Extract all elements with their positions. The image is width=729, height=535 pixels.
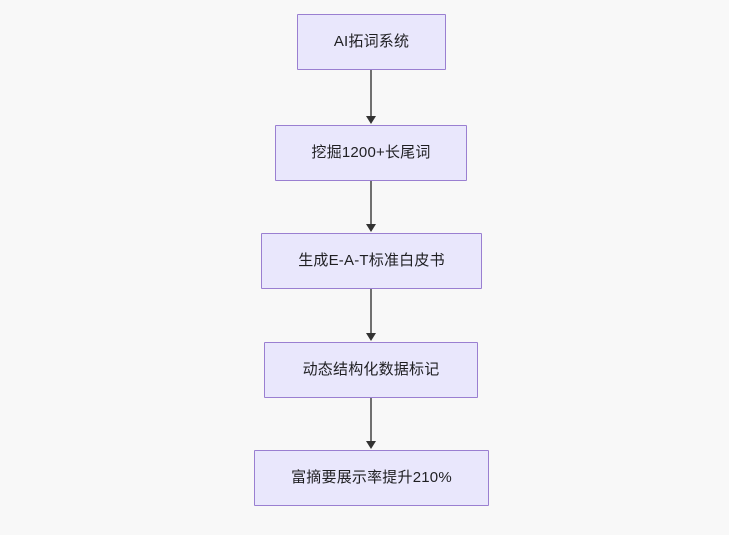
- flowchart-node-generate-eat-whitepaper[interactable]: 生成E-A-T标准白皮书: [261, 233, 482, 289]
- edge-n2-n3: [370, 181, 372, 225]
- edge-n1-n2: [370, 70, 372, 117]
- node-label: 挖掘1200+长尾词: [311, 144, 431, 161]
- flowchart-node-ai-keyword-system[interactable]: AI拓词系统: [297, 14, 446, 70]
- edge-n3-n4: [370, 289, 372, 334]
- arrowhead-n3-n4: [366, 333, 376, 341]
- node-label: 富摘要展示率提升210%: [291, 469, 452, 486]
- flowchart-node-dynamic-structured-data-markup[interactable]: 动态结构化数据标记: [264, 342, 478, 398]
- node-label: AI拓词系统: [333, 33, 410, 50]
- arrowhead-n2-n3: [366, 224, 376, 232]
- flowchart-node-rich-snippet-impression-lift[interactable]: 富摘要展示率提升210%: [254, 450, 489, 506]
- arrowhead-n1-n2: [366, 116, 376, 124]
- node-label: 动态结构化数据标记: [302, 361, 440, 378]
- node-label: 生成E-A-T标准白皮书: [298, 252, 445, 269]
- flowchart-node-mine-longtail-keywords[interactable]: 挖掘1200+长尾词: [275, 125, 467, 181]
- arrowhead-n4-n5: [366, 441, 376, 449]
- edge-n4-n5: [370, 398, 372, 442]
